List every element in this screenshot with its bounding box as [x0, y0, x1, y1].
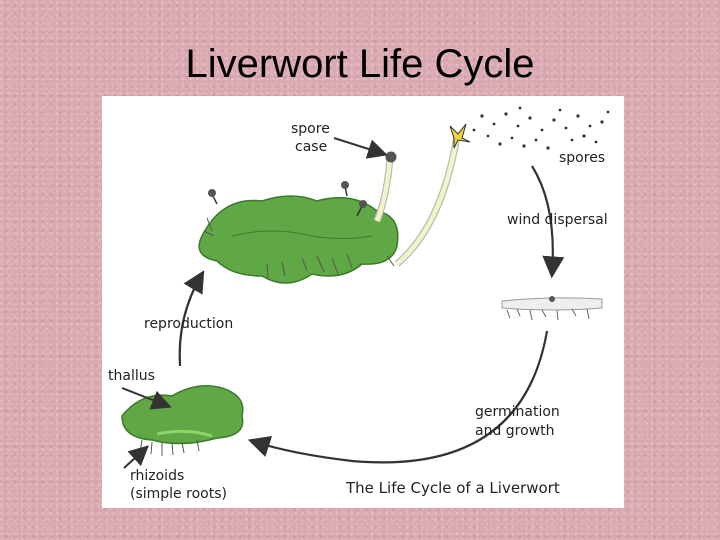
- pointer-rhizoids: [123, 445, 149, 469]
- pointer-spore-case: [333, 137, 388, 159]
- spore-stalk-long: [394, 135, 461, 267]
- label-spore-case-line1: spore: [291, 121, 330, 137]
- label-spores: spores: [559, 150, 606, 166]
- mature-thallus: [198, 181, 399, 284]
- label-germination-line1: germination: [475, 404, 560, 420]
- label-reproduction: reproduction: [144, 316, 234, 332]
- label-rhizoids-line2: (simple roots): [130, 486, 227, 502]
- label-wind-dispersal: wind dispersal: [507, 212, 608, 228]
- arrow-reproduction: [178, 270, 205, 367]
- arrow-spores-to-ground: [531, 165, 565, 279]
- label-germination-line2: and growth: [475, 423, 555, 439]
- label-thallus: thallus: [108, 368, 155, 384]
- life-cycle-diagram: spore case spores wind dispersal reprodu…: [102, 96, 624, 508]
- arrow-germination-to-thallus: [247, 330, 549, 464]
- spore-case-capsule: [385, 151, 397, 163]
- label-spore-case-line2: case: [295, 139, 328, 155]
- spore-cloud: [472, 106, 610, 150]
- diagram-artwork: [121, 106, 610, 469]
- label-rhizoids-line1: rhizoids: [130, 468, 185, 484]
- open-capsule: [449, 123, 471, 149]
- young-thallus: [121, 385, 244, 456]
- ground-strip: [501, 296, 603, 321]
- slide-title: Liverwort Life Cycle: [185, 42, 535, 86]
- pointer-thallus: [121, 387, 172, 410]
- diagram-caption: The Life Cycle of a Liverwort: [346, 479, 560, 497]
